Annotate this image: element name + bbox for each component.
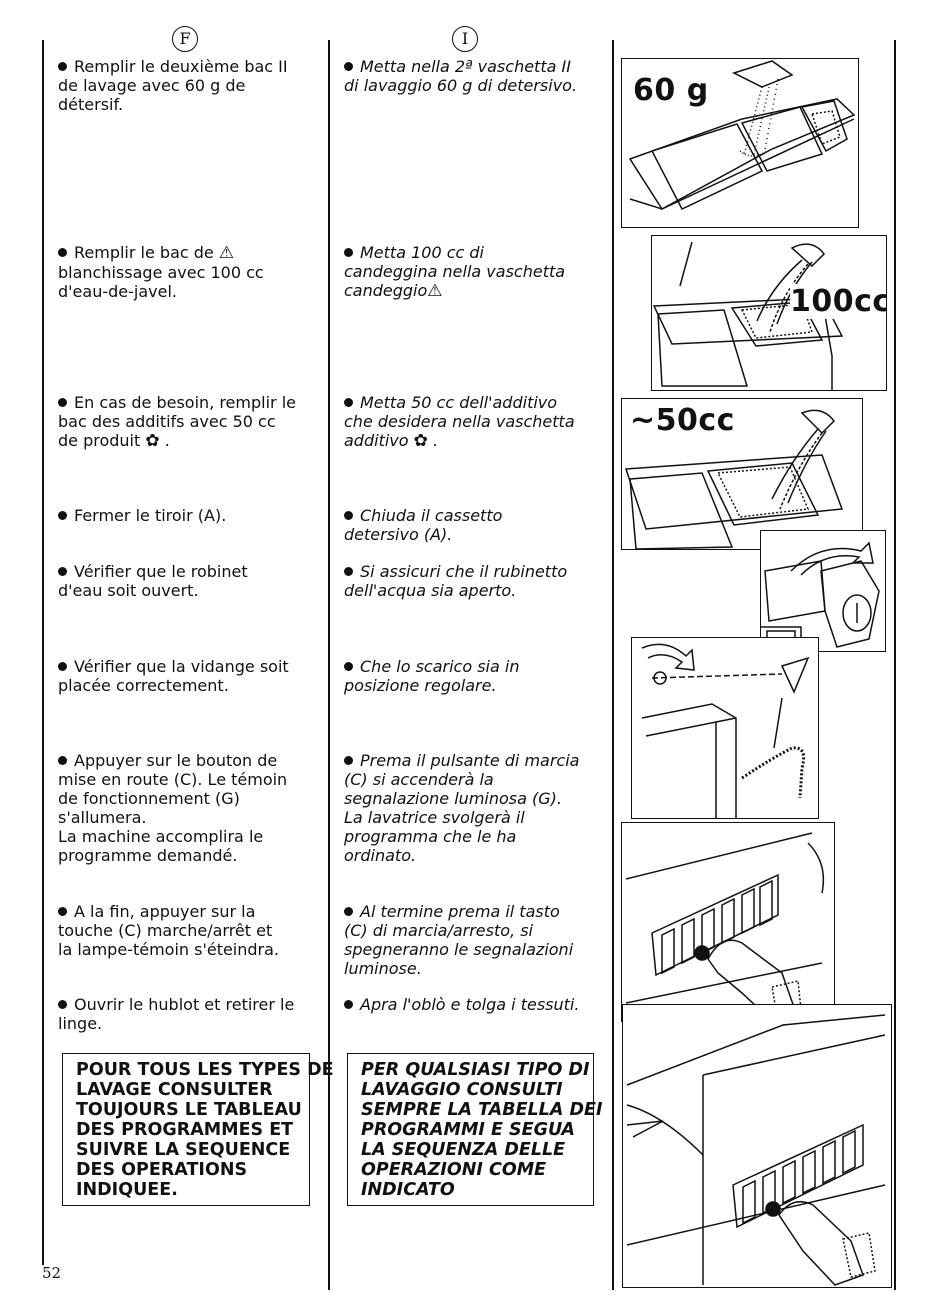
- bullet-icon: [58, 756, 67, 765]
- amount-50cc-label: ~50cc: [630, 403, 735, 438]
- bullet-icon: [344, 248, 353, 257]
- bullet-icon: [344, 398, 353, 407]
- amount-100cc-label: 100cc: [790, 284, 886, 319]
- illustration-open-door: [622, 1004, 892, 1288]
- french-language-badge: F: [172, 26, 198, 52]
- bleach-warning-icon: ⚠: [218, 243, 235, 263]
- fr-step-start: Appuyer sur le bouton de mise en route (…: [58, 751, 288, 865]
- illustration-water-tap: [760, 530, 886, 652]
- illustration-drain-hose: [631, 637, 819, 819]
- amount-60g-label: 60 g: [633, 73, 709, 108]
- bullet-icon: [58, 398, 67, 407]
- bullet-icon: [58, 511, 67, 520]
- it-programme-note: PER QUALSIASI TIPO DI LAVAGGIO CONSULTI …: [347, 1053, 602, 1206]
- it-step-bleach: Metta 100 cc di candeggina nella vaschet…: [344, 243, 566, 301]
- right-margin-rule: [894, 40, 896, 1290]
- bullet-icon: [344, 756, 353, 765]
- page-number: 52: [42, 1264, 62, 1282]
- fr-step-open-door: Ouvrir le hublot et retirer le linge.: [58, 995, 295, 1033]
- it-step-end: Al termine prema il tasto (C) di marcia/…: [344, 902, 574, 978]
- column-divider-rule: [328, 40, 330, 1290]
- fr-step-detergent: Remplir le deuxième bac II de lavage ave…: [58, 57, 288, 114]
- fr-step-bleach: Remplir le bac de ⚠ blanchissage avec 10…: [58, 243, 264, 301]
- bullet-icon: [58, 907, 67, 916]
- bullet-icon: [58, 248, 67, 257]
- bleach-warning-icon: ⚠: [427, 281, 443, 301]
- italian-language-badge: I: [452, 26, 478, 52]
- bullet-icon: [58, 567, 67, 576]
- bullet-icon: [344, 62, 353, 71]
- bullet-icon: [58, 62, 67, 71]
- illustration-detergent-60g: 60 g: [621, 58, 859, 228]
- fr-programme-note: POUR TOUS LES TYPES DE LAVAGE CONSULTER …: [62, 1053, 334, 1206]
- bullet-icon: [344, 1000, 353, 1009]
- bullet-icon: [344, 567, 353, 576]
- it-step-additive: Metta 50 cc dell'additivo che desidera n…: [344, 393, 575, 451]
- it-step-open-door: Apra l'oblò e tolga i tessuti.: [344, 995, 579, 1014]
- illustration-bleach-100cc: 100cc: [651, 235, 887, 391]
- softener-flower-icon: ✿: [145, 431, 160, 451]
- fr-step-close-drawer: Fermer le tiroir (A).: [58, 506, 226, 525]
- it-step-detergent: Metta nella 2ª vaschetta II di lavaggio …: [344, 57, 578, 95]
- fr-step-additive: En cas de besoin, remplir le bac des add…: [58, 393, 296, 451]
- bullet-icon: [344, 662, 353, 671]
- bullet-icon: [344, 511, 353, 520]
- fr-step-tap: Vérifier que le robinet d'eau soit ouver…: [58, 562, 248, 600]
- it-step-start: Prema il pulsante di marcia (C) si accen…: [344, 751, 580, 865]
- fr-step-drain: Vérifier que la vidange soit placée corr…: [58, 657, 289, 695]
- illustration-additive-50cc: ~50cc: [621, 398, 863, 550]
- bullet-icon: [58, 1000, 67, 1009]
- softener-flower-icon: ✿: [413, 431, 428, 451]
- it-step-close-drawer: Chiuda il cassetto detersivo (A).: [344, 506, 503, 544]
- left-margin-rule: [42, 40, 44, 1265]
- illustration-start-button: [621, 822, 835, 1022]
- it-step-drain: Che lo scarico sia in posizione regolare…: [344, 657, 520, 695]
- illustration-divider-rule: [612, 40, 614, 1290]
- bullet-icon: [58, 662, 67, 671]
- it-step-tap: Si assicuri che il rubinetto dell'acqua …: [344, 562, 568, 600]
- fr-step-end: A la fin, appuyer sur la touche (C) marc…: [58, 902, 280, 959]
- bullet-icon: [344, 907, 353, 916]
